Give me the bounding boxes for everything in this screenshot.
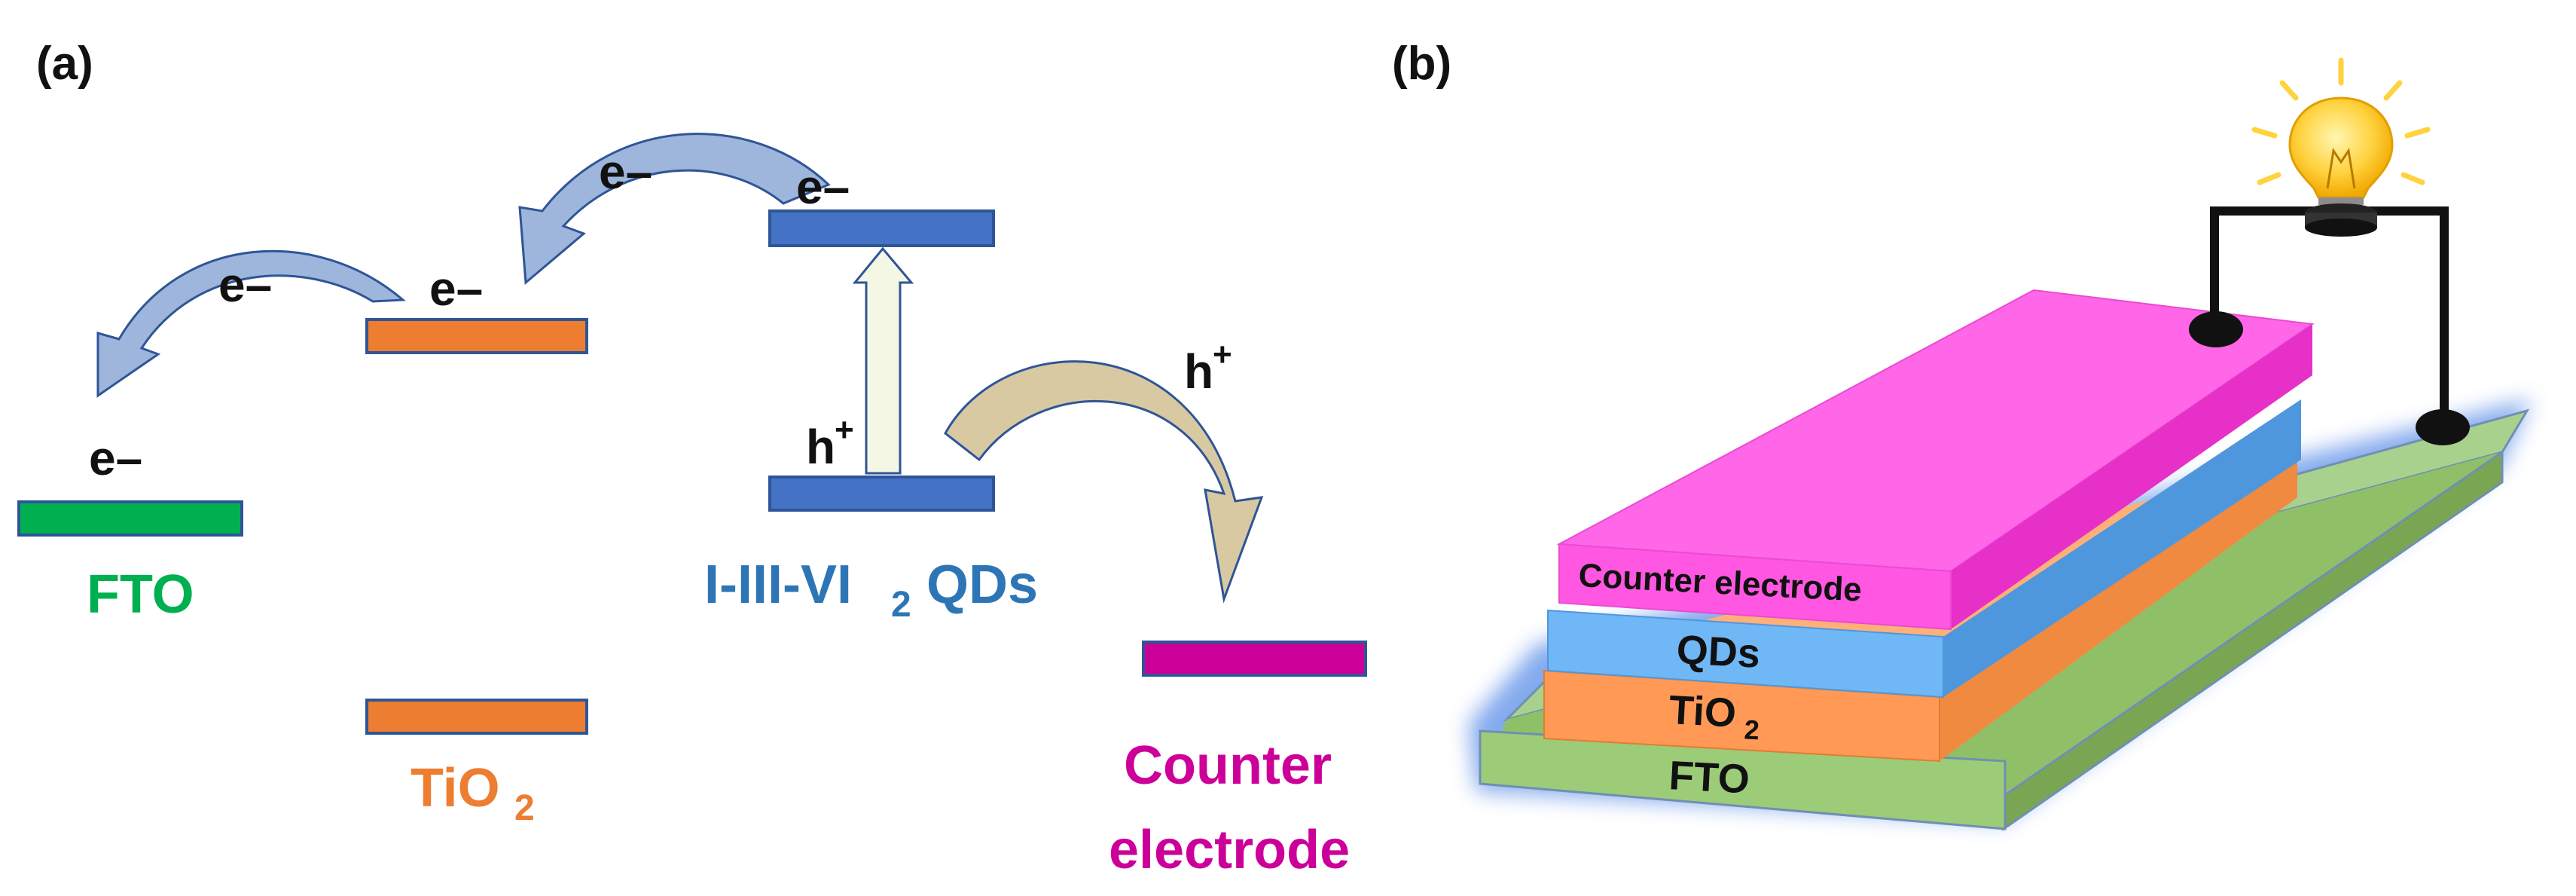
electron-label-qd-cb: e– xyxy=(796,160,850,214)
qds-vb-level xyxy=(768,476,995,512)
hole-transfer-arrow xyxy=(944,360,1264,604)
counter-electrode-layer xyxy=(1556,289,2315,631)
external-circuit xyxy=(2189,206,2470,445)
panel-b: (b) Counter electrode QDs xyxy=(1392,38,2531,831)
tio2-cb-level xyxy=(365,318,588,354)
electron-label-tio2-cb: e– xyxy=(429,261,483,316)
svg-text:h: h xyxy=(1184,344,1213,399)
hole-label-qd-vb: h + xyxy=(806,411,854,474)
layer-label-tio2: TiO 2 xyxy=(1668,687,1760,745)
fto-label: FTO xyxy=(87,564,194,625)
excitation-arrow xyxy=(852,246,914,475)
svg-text:I-III-VI: I-III-VI xyxy=(704,555,852,615)
svg-text:TiO: TiO xyxy=(1668,687,1737,736)
electron-transfer-arrow-qd-to-tio2 xyxy=(518,133,831,286)
svg-text:+: + xyxy=(835,411,854,448)
contact-dot-fto xyxy=(2416,409,2470,445)
counter-electrode-label-line1: Counter xyxy=(1124,735,1332,796)
tio2-vb-level xyxy=(365,699,588,735)
svg-text:TiO: TiO xyxy=(411,758,500,818)
electron-transfer-arrow-tio2-to-fto xyxy=(96,249,406,398)
svg-text:h: h xyxy=(806,420,835,474)
hole-label-transfer: h + xyxy=(1184,336,1232,399)
tio2-label: TiO 2 xyxy=(411,758,535,828)
panel-a: (a) e– e– e– e– e– h + h + FTO xyxy=(17,38,1367,880)
panel-b-label: (b) xyxy=(1392,38,1451,90)
qds-label: I-III-VI 2 QDs xyxy=(704,555,1038,625)
svg-text:2: 2 xyxy=(514,788,535,828)
svg-text:2: 2 xyxy=(1744,714,1760,745)
fto-level xyxy=(17,500,243,537)
electron-label-transfer-2: e– xyxy=(218,258,272,312)
contact-dot-counter xyxy=(2189,311,2243,347)
light-bulb-icon xyxy=(2251,57,2431,237)
electron-label-transfer-1: e– xyxy=(599,145,652,199)
counter-electrode-level xyxy=(1142,641,1367,677)
electron-label-fto: e– xyxy=(89,431,142,485)
svg-text:2: 2 xyxy=(891,585,911,625)
panel-a-label: (a) xyxy=(36,38,93,90)
layer-label-qds: QDs xyxy=(1675,627,1761,677)
counter-electrode-label-line2: electrode xyxy=(1109,820,1350,880)
qds-layer xyxy=(1547,399,2301,699)
svg-text:QDs: QDs xyxy=(911,555,1038,615)
qds-cb-level xyxy=(768,209,995,247)
layer-label-fto: FTO xyxy=(1668,753,1750,803)
svg-text:+: + xyxy=(1213,336,1232,373)
